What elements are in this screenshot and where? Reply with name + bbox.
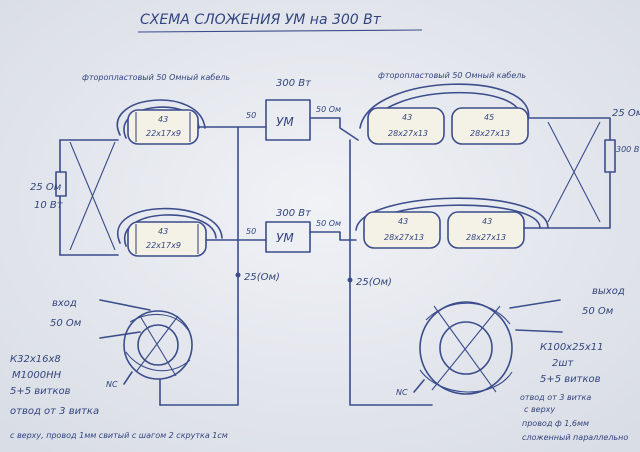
balun-right-top-b-num: 45	[484, 113, 494, 122]
amp-bottom-label: УМ	[276, 231, 294, 245]
output-leads	[509, 299, 563, 333]
input-label: вход	[52, 298, 77, 309]
amp-bottom-wires	[237, 231, 357, 241]
resistor-right-value: 25 Ом	[612, 108, 640, 119]
left-rail-wires	[59, 139, 119, 256]
diagram-title: СХЕМА СЛОЖЕНИЯ УМ на 300 Вт	[140, 12, 382, 28]
balun-right-bottom-b	[447, 211, 525, 249]
output-impedance: 50 Ом	[582, 306, 614, 317]
right-cross-wires	[547, 121, 601, 223]
amp-top-label: УМ	[276, 115, 294, 129]
output-material: 2шт	[552, 358, 575, 369]
right-rail-wires	[523, 117, 611, 229]
balun-right-bottom-b-size: 28x27x13	[466, 233, 506, 242]
output-turns: 5+5 витков	[540, 374, 601, 385]
resistor-right	[604, 139, 616, 173]
output-toroid-inner	[439, 321, 493, 375]
cable-loop-right-top	[359, 83, 530, 129]
balun-right-bottom-a-size: 28x27x13	[384, 233, 424, 242]
output-tap: отвод от 3 витка	[520, 393, 591, 402]
input-material: М1000НН	[12, 370, 62, 381]
amp-bottom-power: 300 Вт	[276, 208, 312, 219]
input-turns: 5+5 витков	[10, 386, 71, 397]
input-tap: отвод от 3 витка	[10, 406, 99, 417]
balun-right-top-b	[451, 107, 529, 145]
balun-left-bottom-edges	[135, 224, 199, 254]
output-nc-lead	[413, 379, 425, 393]
balun-left-top-edges	[135, 112, 191, 142]
balun-right-top-a	[367, 107, 445, 145]
amp-top-wires	[237, 117, 359, 141]
output-toroid-outer	[419, 301, 513, 395]
balun-right-bottom-a-num: 43	[398, 217, 408, 226]
cable-loop-left-bottom	[116, 207, 223, 244]
balun-left-top-size: 22x17x9	[146, 129, 181, 138]
output-nc-label: NC	[396, 388, 408, 397]
output-tap2: с верху	[524, 405, 555, 414]
balun-left-bottom-num: 43	[158, 227, 168, 236]
title-underline	[137, 29, 423, 33]
input-impedance: 50 Ом	[50, 318, 82, 329]
node-right-25-label: 25(Ом)	[356, 277, 392, 288]
output-wire2: сложенный параллельно	[522, 433, 628, 442]
input-wire: с верху, провод 1мм свитый с шагом 2 скр…	[10, 431, 228, 440]
amp-top-out-port: 50 Ом	[316, 105, 341, 114]
input-nc-label: NC	[106, 380, 118, 389]
balun-right-bottom-a	[363, 211, 441, 249]
balun-left-bottom-size: 22x17x9	[146, 241, 181, 250]
amp-top-block	[265, 99, 311, 141]
output-wire: провод ф 1,6мм	[522, 419, 589, 428]
output-core: К100х25х11	[540, 342, 603, 353]
input-toroid-inner	[137, 324, 179, 366]
cable-loop-left-bottom-inner	[123, 214, 217, 247]
left-output-bus	[159, 126, 239, 406]
resistor-left-power: 10 Вт	[34, 200, 64, 211]
output-label: выход	[592, 286, 625, 297]
node-left-25	[235, 272, 241, 278]
amp-bottom-block	[265, 221, 311, 253]
amp-bottom-in-port: 50	[246, 227, 256, 236]
amp-bottom-out-port: 50 Ом	[316, 219, 341, 228]
balun-left-top-num: 43	[158, 115, 168, 124]
node-right-25	[347, 277, 353, 283]
node-left-25-label: 25(Ом)	[244, 272, 280, 283]
right-input-bus	[349, 139, 433, 406]
input-leads	[99, 299, 151, 339]
left-cross-wires	[69, 141, 116, 251]
input-core: К32х16х8	[10, 354, 61, 365]
resistor-left-value: 25 Ом	[30, 182, 62, 193]
balun-right-top-a-num: 43	[402, 113, 412, 122]
balun-left-bottom	[127, 221, 207, 257]
resistor-right-power: 300 Вт	[616, 145, 640, 154]
cable-loop-left-top	[116, 99, 206, 136]
balun-right-bottom-b-num: 43	[482, 217, 492, 226]
balun-right-top-b-size: 28x27x13	[470, 129, 510, 138]
input-nc-lead	[123, 371, 161, 406]
resistor-left	[55, 171, 67, 197]
output-windings	[419, 302, 513, 393]
amp-top-in-port: 50	[246, 111, 256, 120]
balun-right-top-a-size: 28x27x13	[388, 129, 428, 138]
cable-label-right: фторопластовый 50 Омный кабель	[378, 71, 526, 80]
input-toroid-outer	[123, 310, 193, 380]
input-windings	[125, 313, 191, 377]
cable-label-left: фторопластовый 50 Омный кабель	[82, 73, 230, 82]
amp-top-power: 300 Вт	[276, 78, 312, 89]
